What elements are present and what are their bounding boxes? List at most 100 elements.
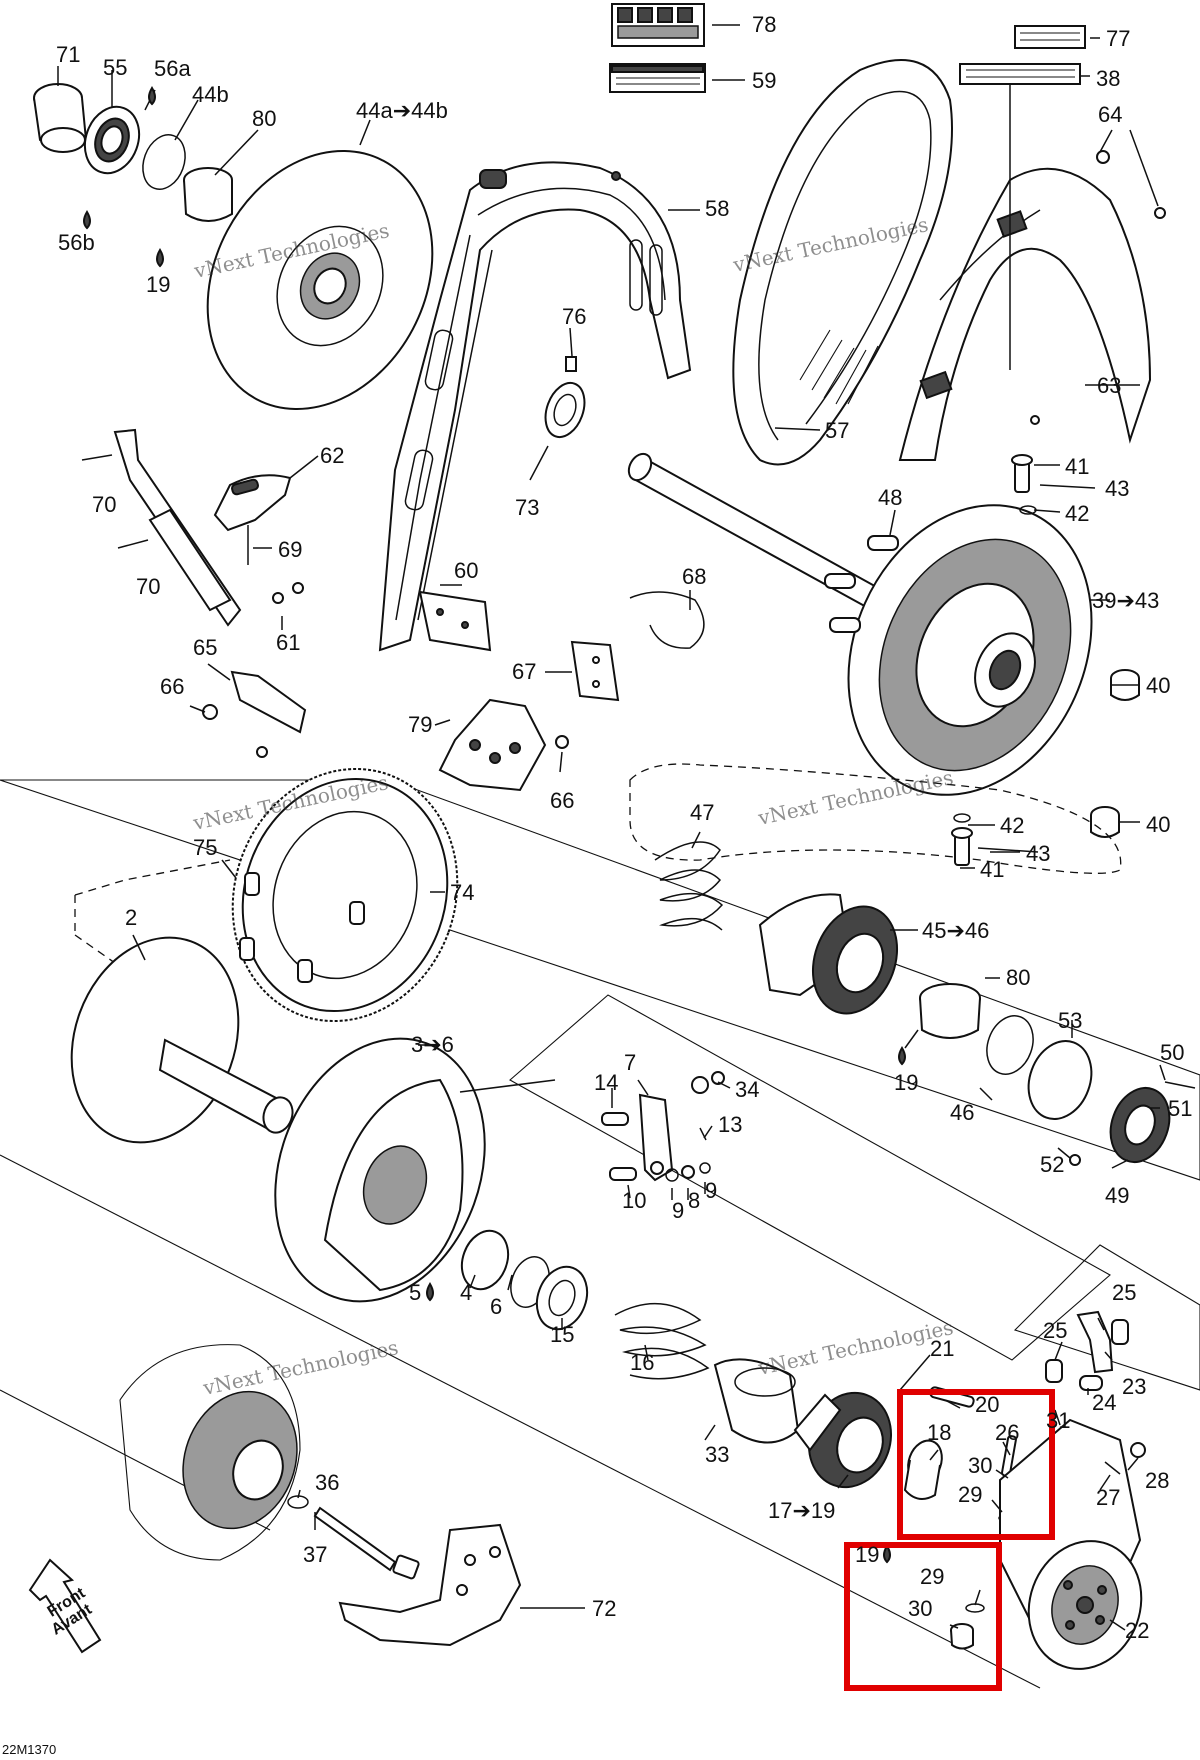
part-80-bushing-top <box>183 167 233 222</box>
part-8-roller <box>681 1165 695 1179</box>
part-17-spider <box>793 1391 893 1489</box>
callout-labels: 71 55 56a 44b 56b 80 19 44a➔44b 78 59 77… <box>56 12 1192 1643</box>
part-55-bearing <box>83 105 141 175</box>
callout-70-a: 70 <box>92 492 116 517</box>
part-7-lever-arm <box>638 1093 674 1182</box>
callout-48: 48 <box>878 485 902 510</box>
callout-38: 38 <box>1096 66 1120 91</box>
drop-icon-56a <box>148 86 156 106</box>
part-67-hinge <box>570 640 620 702</box>
callout-72: 72 <box>592 1596 616 1621</box>
part-24-roller <box>1079 1375 1103 1391</box>
callout-31: 31 <box>1046 1408 1070 1433</box>
callout-9-b: 9 <box>705 1178 717 1203</box>
part-70-bracket-arm <box>113 428 242 627</box>
part-50-screw <box>1164 1081 1196 1089</box>
part-70-screw-b <box>117 539 149 549</box>
callout-37: 37 <box>303 1542 327 1567</box>
callout-70-b: 70 <box>136 574 160 599</box>
part-16-spring <box>614 1303 710 1380</box>
part-48-pin-b <box>824 573 856 589</box>
callout-16: 16 <box>630 1350 654 1375</box>
callout-13: 13 <box>718 1112 742 1137</box>
part-64-grommet <box>1096 150 1110 164</box>
callout-10: 10 <box>622 1188 646 1213</box>
callout-41-bottom: 41 <box>980 857 1004 882</box>
callout-64: 64 <box>1098 102 1122 127</box>
part-43-screw-bottom <box>977 847 1039 853</box>
part-52-nut <box>1069 1154 1081 1166</box>
callout-19-mid: 19 <box>894 1070 918 1095</box>
callout-17: 17➔19 <box>768 1498 835 1523</box>
part-10-pin <box>609 1167 637 1181</box>
callout-34: 34 <box>735 1077 759 1102</box>
callout-28: 28 <box>1145 1468 1169 1493</box>
part-58-belt-guard-bracket <box>378 161 692 652</box>
part-49-cam <box>1109 1087 1171 1163</box>
dashed-link-2 <box>74 859 231 971</box>
part-68-pin-clip <box>629 591 705 649</box>
callout-39: 39➔43 <box>1092 588 1159 613</box>
callout-19-top: 19 <box>146 272 170 297</box>
part-45-movable-sheave <box>758 893 899 1015</box>
callout-49: 49 <box>1105 1183 1129 1208</box>
callout-51: 51 <box>1168 1096 1192 1121</box>
callout-71: 71 <box>56 42 80 67</box>
callout-26: 26 <box>995 1420 1019 1445</box>
callout-30-top: 30 <box>968 1453 992 1478</box>
callout-20: 20 <box>975 1392 999 1417</box>
callout-52: 52 <box>1040 1152 1064 1177</box>
part-78-warning-label <box>611 3 705 47</box>
part-40-slider-a <box>1110 669 1140 701</box>
part-38-label <box>959 63 1081 85</box>
callout-43-bottom: 43 <box>1026 841 1050 866</box>
part-59-caution-label <box>609 63 706 93</box>
part-25-screw-a <box>1111 1319 1129 1345</box>
part-13-screw <box>699 1127 707 1141</box>
part-25-screw-b <box>1045 1359 1063 1383</box>
part-40-slider-b <box>1090 806 1120 838</box>
part-9-washer-b <box>699 1162 711 1174</box>
part-60-bracket <box>418 590 492 652</box>
callout-14: 14 <box>594 1070 618 1095</box>
part-46-circlip <box>986 1015 1034 1075</box>
callout-25-b: 25 <box>1043 1318 1067 1343</box>
part-70-screw-a <box>81 454 113 461</box>
callout-42-top: 42 <box>1065 501 1089 526</box>
part-39-fixed-sheave <box>847 504 1093 796</box>
callout-67: 67 <box>512 659 536 684</box>
callout-46: 46 <box>950 1100 974 1125</box>
callout-45: 45➔46 <box>922 918 989 943</box>
part-72-bracket <box>338 1523 522 1647</box>
dashed-group-outline <box>629 763 1122 874</box>
callout-33: 33 <box>705 1442 729 1467</box>
part-15-washer <box>535 1265 589 1331</box>
callout-43-top: 43 <box>1105 476 1129 501</box>
callout-63: 63 <box>1097 373 1121 398</box>
callout-58: 58 <box>705 196 729 221</box>
part-71-bushing <box>33 83 88 153</box>
part-48-pin <box>867 535 899 551</box>
part-57-drive-belt <box>732 59 953 466</box>
callout-44b: 44b <box>192 82 229 107</box>
callout-24: 24 <box>1092 1390 1116 1415</box>
part-42-washer-bottom <box>953 813 971 823</box>
part-80-bushing-mid <box>919 983 981 1039</box>
part-34-nut <box>691 1076 709 1094</box>
callout-9-a: 9 <box>672 1198 684 1223</box>
callout-60: 60 <box>454 558 478 583</box>
callout-53: 53 <box>1058 1008 1082 1033</box>
highlight-box-upper <box>897 1389 1055 1540</box>
callout-41-top: 41 <box>1065 454 1089 479</box>
part-37-bolt <box>313 1506 420 1580</box>
part-53-washer <box>1027 1040 1093 1120</box>
callout-4: 4 <box>460 1280 472 1305</box>
callout-66-a: 66 <box>160 674 184 699</box>
callout-62: 62 <box>320 443 344 468</box>
callout-19-bottom: 19 <box>855 1542 879 1567</box>
part-44a-driven-sheave <box>206 150 434 410</box>
callout-3: 3➔6 <box>411 1032 454 1057</box>
part-77-caution-label <box>1014 25 1086 49</box>
part-23-lever <box>1076 1310 1114 1374</box>
